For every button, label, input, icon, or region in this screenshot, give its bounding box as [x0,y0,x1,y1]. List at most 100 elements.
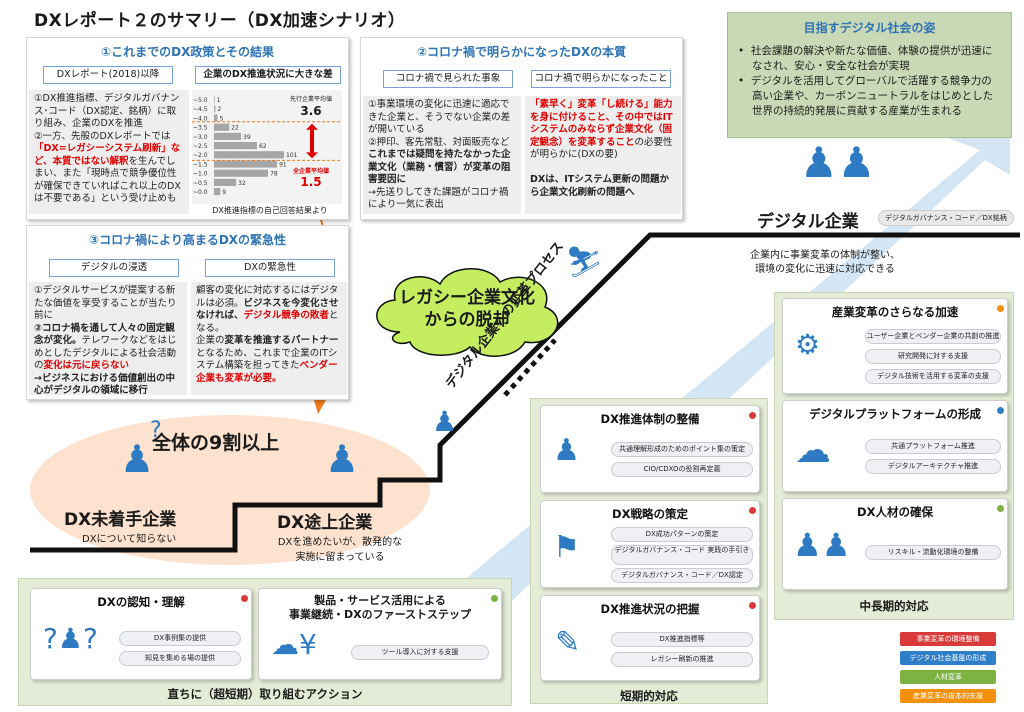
panel1-body-3: を生んでしまい、また「現時点で競争優位性が確保できていればこれ以上のDXは不要で… [34,155,181,205]
panel3-left-3: →ビジネスにおける価値創出の中心がデジタルの領域に移行 [34,372,175,397]
digital-company-tag: デジタルガバナンス・コード／DX銘柄 [878,210,1014,226]
panel3-right-body: 顧客の変化に対応するにはデジタルは必須。ビジネスを今変化させなければ、デジタル競… [191,282,347,395]
status-dot-green [491,595,498,602]
chart-tick-label: ~0.0 [193,189,208,196]
panel3-left-1: ①デジタルサービスが提案する新たな価値を享受することが当たり前に [34,285,177,321]
chart-tick-label: ~2.0 [193,152,208,159]
document-edit-icon: ✎ [555,625,581,660]
chart-bar [214,178,237,186]
panel-dx-policy-results: ①これまでのDX政策とその結果 DXレポート(2018)以降 企業のDX推進状況… [26,37,349,220]
cloud-download-icon: ☁¥ [271,628,317,661]
chart-bar [214,132,242,140]
in-progress-sub2: 実施に留まっている [295,552,385,563]
chart-data-label: 9 [222,189,226,196]
gear-people-icon: ⚙ [795,328,821,361]
goal-bullet-2: • デジタルを活用してグローバルで活躍する競争力の高い企業や、カーボンニュートラ… [738,75,994,117]
pill-digital-transform-support: デジタル技術を活用する変革の支援 [865,369,1001,384]
panel1-body-2: ②一方、先般のDXレポートでは [34,130,171,142]
panel3-right-bold: ビジネスを今変化させなければ、 [196,297,339,322]
person-thinking-icon: ♟ [120,437,155,481]
chart-gap-arrowhead [306,152,318,159]
panel2-left-bold: これまでは疑問を持たなかった企業文化（業務・慣習）が変革の阻害要因に [368,149,511,185]
chart-data-label: 22 [231,125,239,132]
chart-tick-label: ~0.5 [193,180,208,187]
people-question-icon: ?♟? [43,622,98,655]
chart-caption: DX推進指標の自己回答結果より [212,206,328,215]
card-dx-status-title: DX推進状況の把握 [600,602,700,616]
card-dx-status: DX推進状況の把握 ✎ DX推進指標等 レガシー刷新の推進 [540,595,760,681]
in-progress-sub1: DXを進めたいが、散発的な [277,537,403,548]
panel1-label-left: DXレポート(2018)以降 [43,66,173,84]
panel3-left-red: 変化は元に戻らない [43,360,130,371]
cloud-text: レガシー企業文化 からの脱却 [372,287,562,331]
top-avg-value: 3.6 [300,104,322,118]
chart-gap-arrowhead [306,123,318,130]
panel2-left-3: →先送りしてきた課題がコロナ禍により一気に表出 [368,186,509,211]
panel3-label-right: DXの緊急性 [205,259,335,277]
chart-data-label: 1 [217,97,221,104]
goal-bullet-1: • 社会課題の解決や新たな価値、体験の提供が迅速になされ、安心・安全な社会が実現 [738,45,993,72]
legend-green: 人材変革 [900,670,996,684]
chart-bar [214,96,215,104]
pill-cio-cdxo: CIO/CDXOの役割再定義 [611,462,753,477]
stair-line [30,232,1020,553]
pill-success-patterns: DX成功パターンの策定 [611,527,753,542]
card-dx-structure-title: DX推進体制の整備 [600,412,700,426]
chart-tick-label: ~4.5 [193,106,208,113]
all-avg-value: 1.5 [300,175,322,189]
pill-case-studies: DX事例集の提供 [119,631,241,646]
chart-data-label: 32 [238,180,246,187]
status-dot-green [997,505,1004,512]
chart-data-label: 62 [259,143,267,150]
people-group-icon: ♟♟ [793,526,851,564]
panel3-title: ③コロナ禍により高まるDXの緊急性 [88,233,287,247]
chart-tick-label: ~3.0 [193,134,208,141]
status-dot-red [749,602,756,609]
panel3-label-left: デジタルの浸透 [49,259,179,277]
card-dx-strategy-title: DX戦略の策定 [612,507,688,521]
status-dot-blue [997,407,1004,414]
pill-reskill: リスキル・流動化環境の整備 [865,545,1001,560]
panel2-right-red: 「素早く」変革「し続ける」能力を身に付けること、その中ではITシステムのみならず… [530,99,673,148]
person-idea-icon: ♟ [432,405,458,438]
panel2-label-right: コロナ禍で明らかになったこと [531,70,671,88]
chart-bar [214,105,216,113]
pill-dx-index: DX推進指標等 [611,632,753,647]
status-dot-orange [997,305,1004,312]
in-progress-label: DX途上企業 [277,513,373,533]
chart-bar [214,151,284,159]
chart-bar [214,142,257,150]
digital-company-sub: 企業内に事業変革の体制が整い、 環境の変化に迅速に対応できる [720,249,930,277]
legend-orange: 産業変革の抜本的支援 [900,689,996,703]
org-chart-icon: ♟ [553,433,580,468]
panel3-right-2: となる。 [196,310,339,334]
chart-tick-label: ~1.0 [193,171,208,178]
chart-bar [214,123,230,131]
card-dx-awareness-title: DXの認知・理解 [97,595,185,609]
digital-company-label: デジタル企業 [757,212,859,232]
panel-covid-dx-essence: ②コロナ禍で明らかになったDXの本質 コロナ禍で見られた事象 コロナ禍で明らかに… [360,37,683,220]
panel3-left-bold: ②コロナ禍を通して人々の固定観念が変化。 [34,322,175,347]
goal-box: 目指すデジタル社会の姿 • 社会課題の解決や新たな価値、体験の提供が迅速になされ… [727,12,1012,138]
card-talent-title: DX人材の確保 [857,505,933,519]
panel3-right-red2: ベンダー企業も変革が必要。 [196,360,338,384]
short-term-footer: 短期的対応 [620,689,678,703]
map-flag-icon: ⚑ [553,530,580,565]
not-started-sub: DXについて知らない [82,534,177,545]
all-avg-label: 全企業平均値 [292,168,329,175]
chart-data-label: 2 [217,106,221,113]
panel2-label-left: コロナ禍で見られた事象 [383,70,513,88]
chart-data-label: 5 [219,115,223,122]
panel3-right-3: 企業の [196,335,225,346]
panel2-right-body: 「素早く」変革「し続ける」能力を身に付けること、その中ではITシステムのみならず… [525,96,681,214]
chart-bar [214,169,269,177]
card-digital-platform: デジタルプラットフォームの形成 ☁ 共通プラットフォーム推進 デジタルアーキテク… [782,400,1008,492]
panel3-left-body: ①デジタルサービスが提案する新たな価値を享受することが当たり前に ②コロナ禍を通… [29,282,187,397]
card-first-step-title2: 事業継続・DXのファーストステップ [288,608,472,621]
digital-sub2: 環境の変化に迅速に対応できる [755,264,895,275]
card-dx-structure: DX推進体制の整備 ♟ 共通理解形成のためのポイント集の策定 CIO/CDXOの… [540,405,760,493]
pill-dx-certification: デジタルガバナンス・コード／DX認定 [611,568,753,583]
pill-knowledge-place: 知見を集める場の提供 [119,651,241,666]
panel1-label-right: 企業のDX推進状況に大きな差 [195,66,341,84]
